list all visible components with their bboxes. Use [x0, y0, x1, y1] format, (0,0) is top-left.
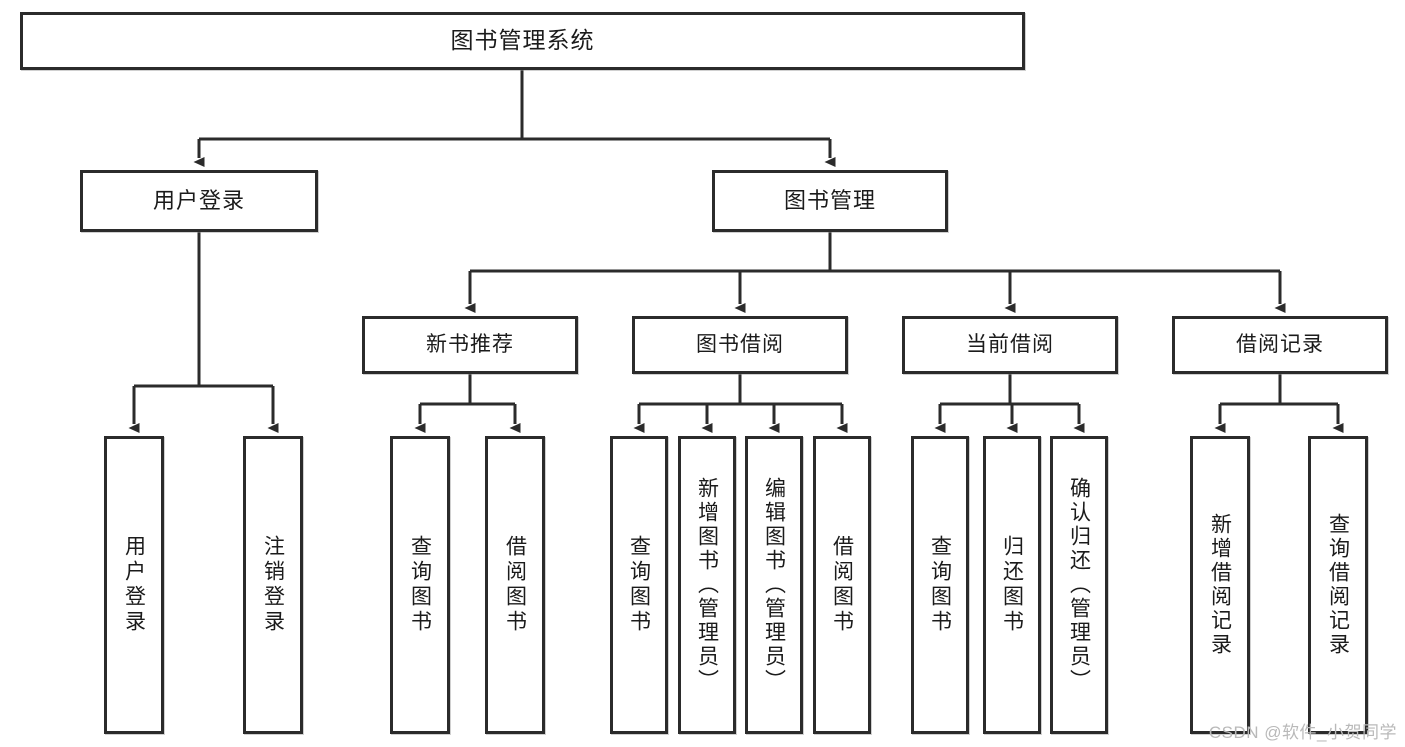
node-label: 用户登录: [152, 188, 245, 214]
node-leaf-query-book-3[interactable]: 查询图书: [911, 436, 969, 734]
node-label: 新增借阅记录: [1208, 513, 1232, 657]
node-leaf-borrow-book-2[interactable]: 借阅图书: [813, 436, 871, 734]
node-leaf-add-borrow-record[interactable]: 新增借阅记录: [1190, 436, 1250, 734]
node-label: 注销登录: [261, 535, 285, 635]
node-label: 查询图书: [627, 535, 651, 635]
node-book-management[interactable]: 图书管理: [712, 170, 948, 232]
node-leaf-query-book-1[interactable]: 查询图书: [390, 436, 450, 734]
node-label: 图书借阅: [696, 332, 784, 356]
node-label: 查询借阅记录: [1326, 513, 1350, 657]
node-book-borrowing[interactable]: 图书借阅: [632, 316, 848, 374]
node-leaf-return-book[interactable]: 归还图书: [983, 436, 1041, 734]
node-label: 查询图书: [928, 535, 952, 635]
node-label: 当前借阅: [966, 332, 1054, 356]
node-leaf-confirm-return[interactable]: 确认归还（管理员）: [1050, 436, 1108, 734]
node-label: 借阅图书: [503, 535, 527, 635]
node-label: 确认归还（管理员）: [1067, 477, 1091, 693]
node-new-book-recommendation[interactable]: 新书推荐: [362, 316, 578, 374]
node-leaf-query-book-2[interactable]: 查询图书: [610, 436, 668, 734]
node-leaf-user-login[interactable]: 用户登录: [104, 436, 164, 734]
node-label: 借阅图书: [830, 535, 854, 635]
node-label: 图书管理: [783, 188, 876, 214]
node-label: 归还图书: [1000, 535, 1024, 635]
node-label: 编辑图书（管理员）: [762, 477, 786, 693]
node-label: 图书管理系统: [450, 27, 595, 54]
node-label: 新增图书（管理员）: [695, 477, 719, 693]
node-leaf-borrow-book-1[interactable]: 借阅图书: [485, 436, 545, 734]
node-current-borrowing[interactable]: 当前借阅: [902, 316, 1118, 374]
node-root-system[interactable]: 图书管理系统: [20, 12, 1025, 70]
node-borrowing-record[interactable]: 借阅记录: [1172, 316, 1388, 374]
node-label: 用户登录: [122, 535, 146, 635]
node-label: 新书推荐: [426, 332, 514, 356]
node-label: 借阅记录: [1236, 332, 1324, 356]
node-user-login[interactable]: 用户登录: [80, 170, 318, 232]
node-leaf-add-book[interactable]: 新增图书（管理员）: [678, 436, 736, 734]
csdn-watermark: CSDN @软件_小贺同学: [1208, 723, 1397, 742]
node-leaf-query-borrow-record[interactable]: 查询借阅记录: [1308, 436, 1368, 734]
node-label: 查询图书: [408, 535, 432, 635]
node-leaf-edit-book[interactable]: 编辑图书（管理员）: [745, 436, 803, 734]
node-leaf-logout[interactable]: 注销登录: [243, 436, 303, 734]
